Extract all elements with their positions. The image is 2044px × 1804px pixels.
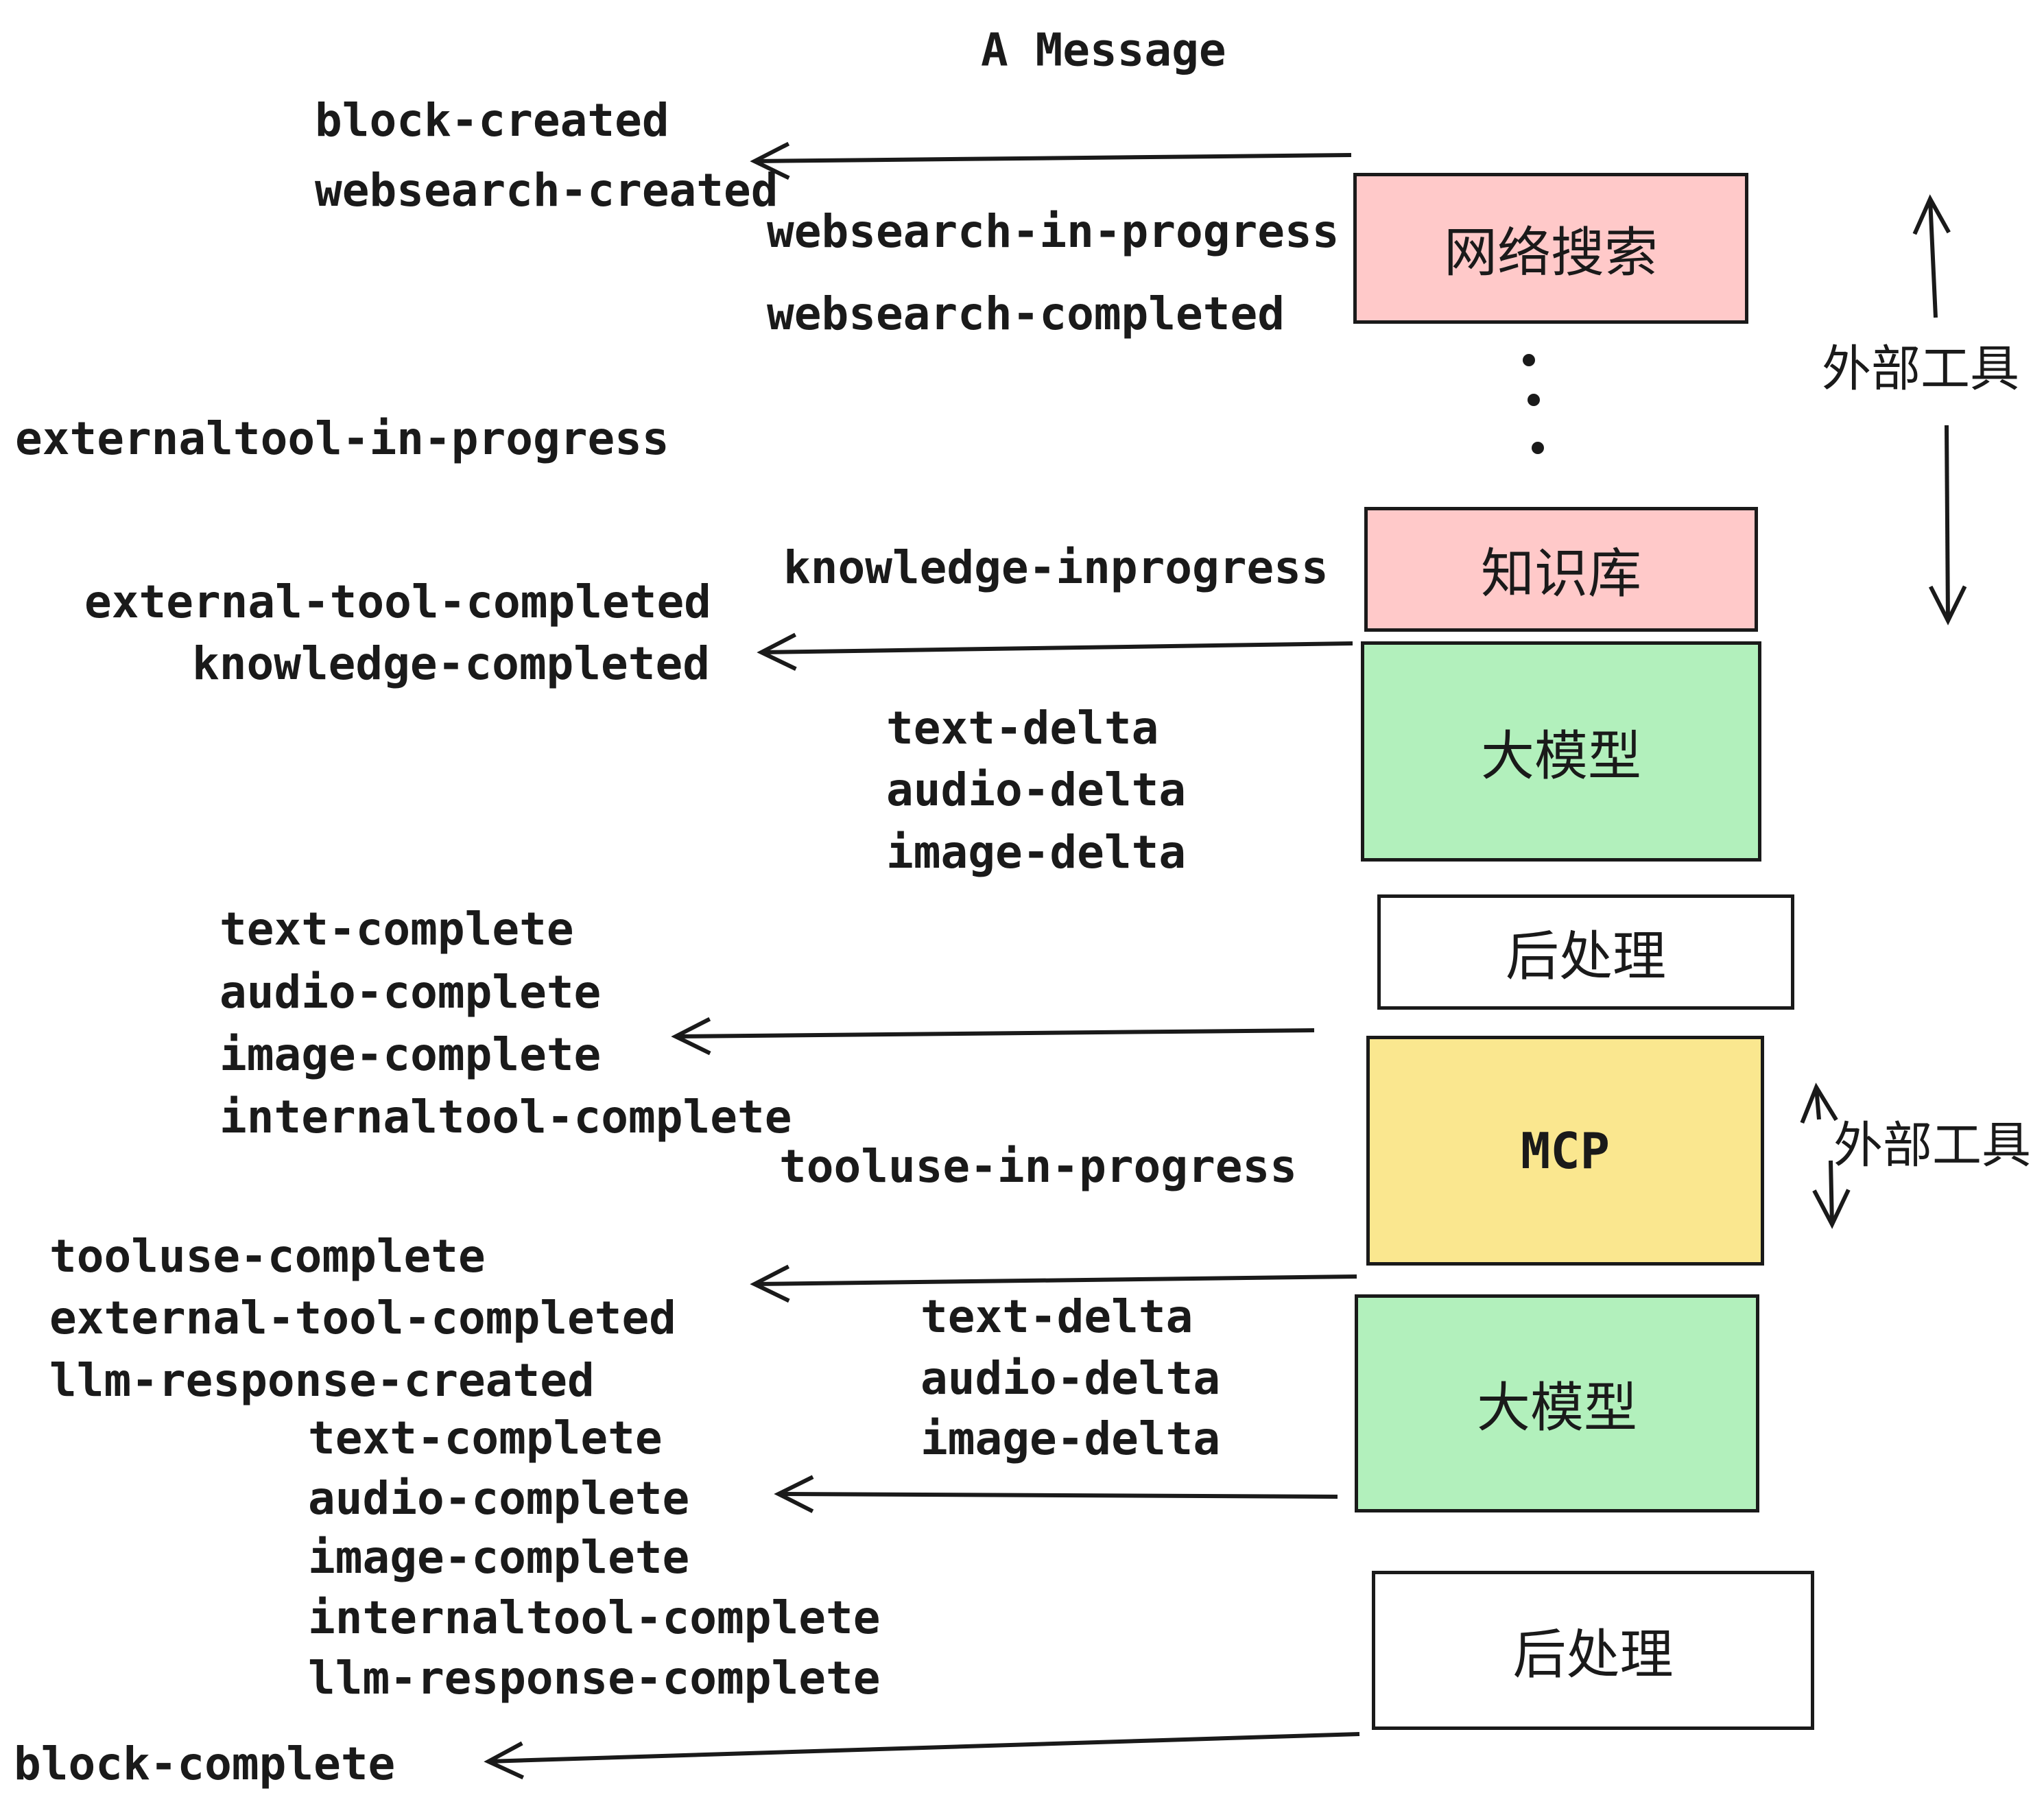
box-postprocess-1: 后处理	[1377, 894, 1794, 1010]
box-postprocess-2: 后处理	[1372, 1571, 1814, 1730]
arrow-external-tools-down-2	[1812, 1160, 1851, 1229]
event-label: image-delta	[920, 1412, 1221, 1465]
event-label: websearch-created	[315, 164, 779, 217]
event-label: audio-complete	[308, 1472, 690, 1525]
box-postprocess-2-label: 后处理	[1512, 1624, 1674, 1685]
event-label: external-tool-completed	[49, 1292, 676, 1344]
arrow-tooluse-complete	[750, 1264, 1357, 1303]
event-label: knowledge-inprogress	[783, 541, 1329, 594]
arrow-block-complete	[484, 1732, 1360, 1780]
arrow-llm-response-complete	[774, 1475, 1338, 1513]
event-label: image-complete	[219, 1028, 602, 1081]
box-knowledge-base: 知识库	[1364, 507, 1758, 632]
event-label: internaltool-complete	[219, 1091, 792, 1143]
box-mcp-label: MCP	[1520, 1121, 1611, 1180]
event-label: knowledge-completed	[192, 637, 710, 690]
event-label: llm-response-complete	[308, 1652, 881, 1705]
event-label: llm-response-created	[49, 1354, 595, 1407]
event-label: tooluse-complete	[49, 1230, 486, 1283]
event-label: internaltool-complete	[308, 1591, 881, 1644]
event-label: image-delta	[886, 826, 1187, 879]
event-label: text-delta	[920, 1290, 1193, 1343]
box-postprocess-1-label: 后处理	[1505, 926, 1666, 986]
event-label: text-complete	[308, 1412, 663, 1464]
event-label: externaltool-in-progress	[15, 412, 669, 465]
external-tools-label-2: 外部工具	[1833, 1118, 2032, 1174]
arrow-external-tools-up-2	[1800, 1082, 1838, 1124]
event-label: block-complete	[14, 1737, 396, 1790]
event-label: block-created	[315, 94, 669, 147]
box-websearch: 网络搜索	[1353, 173, 1748, 324]
box-llm-1: 大模型	[1361, 641, 1761, 862]
box-knowledge-base-label: 知识库	[1480, 543, 1641, 604]
ellipsis-dots	[1523, 354, 1544, 454]
arrow-knowledge-completed	[757, 632, 1353, 671]
external-tools-label-1: 外部工具	[1822, 342, 2020, 397]
box-websearch-label: 网络搜索	[1443, 222, 1658, 283]
event-label: audio-delta	[886, 763, 1187, 816]
arrow-external-tools-down-1	[1928, 425, 1967, 626]
event-label: tooluse-in-progress	[779, 1140, 1297, 1193]
event-label: image-complete	[308, 1531, 690, 1584]
arrow-block-created	[750, 141, 1352, 180]
event-label: text-delta	[886, 702, 1159, 755]
event-label: websearch-completed	[767, 287, 1285, 340]
box-mcp: MCP	[1366, 1036, 1764, 1266]
event-label: text-complete	[219, 903, 574, 956]
arrow-external-tools-up-1	[1912, 194, 1951, 318]
box-llm-1-label: 大模型	[1480, 725, 1641, 786]
arrow-internaltool-complete	[671, 1017, 1315, 1056]
event-label: audio-complete	[219, 966, 602, 1019]
event-label: websearch-in-progress	[767, 205, 1340, 258]
event-label: audio-delta	[920, 1352, 1221, 1405]
box-llm-2: 大模型	[1355, 1294, 1759, 1512]
event-label: external-tool-completed	[84, 575, 711, 628]
box-llm-2-label: 大模型	[1476, 1377, 1637, 1438]
diagram-title: A Message	[981, 23, 1226, 77]
